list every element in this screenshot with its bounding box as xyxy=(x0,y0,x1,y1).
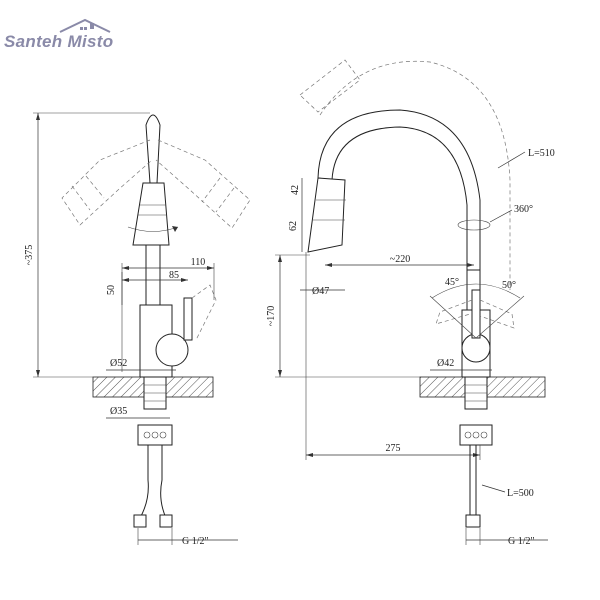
front-ghost-head-right xyxy=(155,139,251,229)
side-supply-hose-label: L=500 xyxy=(507,488,534,499)
front-shank-diameter-label: Ø35 xyxy=(110,406,127,417)
front-spray-head xyxy=(132,182,170,246)
logo-text: Santeh Misto xyxy=(4,32,114,51)
front-connection-label: G 1/2" xyxy=(182,536,209,547)
front-nut xyxy=(137,424,173,446)
side-angle-right-label: 50° xyxy=(502,280,516,291)
side-lever xyxy=(471,289,481,339)
front-view: ~375 xyxy=(24,112,251,547)
front-spout-neck xyxy=(145,114,161,184)
side-connection-label: G 1/2" xyxy=(508,536,535,547)
front-lever xyxy=(183,297,193,341)
side-head-dim-42-label: 42 xyxy=(290,185,301,195)
front-lever-hub xyxy=(155,333,189,367)
front-height-label: ~375 xyxy=(24,245,35,265)
side-ghost-spout xyxy=(319,60,511,290)
side-angle-left-label: 45° xyxy=(445,277,459,288)
side-height-label: ~170 xyxy=(266,306,277,326)
front-width-85-label: 85 xyxy=(169,270,179,281)
front-width-110-label: 110 xyxy=(191,257,206,268)
front-hose-left xyxy=(139,445,149,519)
side-spray-head xyxy=(307,177,346,253)
side-head-diameter-label: Ø47 xyxy=(312,286,329,297)
side-view: 42 62 L=510 360° ~220 Ø47 ~170 xyxy=(266,59,555,547)
front-hose-right xyxy=(160,445,167,519)
front-base-diameter-label: Ø52 xyxy=(110,358,127,369)
side-hose-length-label: L=510 xyxy=(528,148,555,159)
front-lever-height-label: 50 xyxy=(106,285,117,295)
house-roof-icon xyxy=(59,18,111,33)
side-base-diameter-label: Ø42 xyxy=(437,358,454,369)
side-head-dim-62-label: 62 xyxy=(288,221,299,231)
side-total-width-label: 275 xyxy=(386,443,401,454)
side-reach-label: ~220 xyxy=(390,254,410,265)
brand-logo: Santeh Misto xyxy=(0,18,130,62)
side-rotation-label: 360° xyxy=(514,204,533,215)
front-pipe xyxy=(145,244,161,306)
front-ghost-head-left xyxy=(61,139,153,226)
